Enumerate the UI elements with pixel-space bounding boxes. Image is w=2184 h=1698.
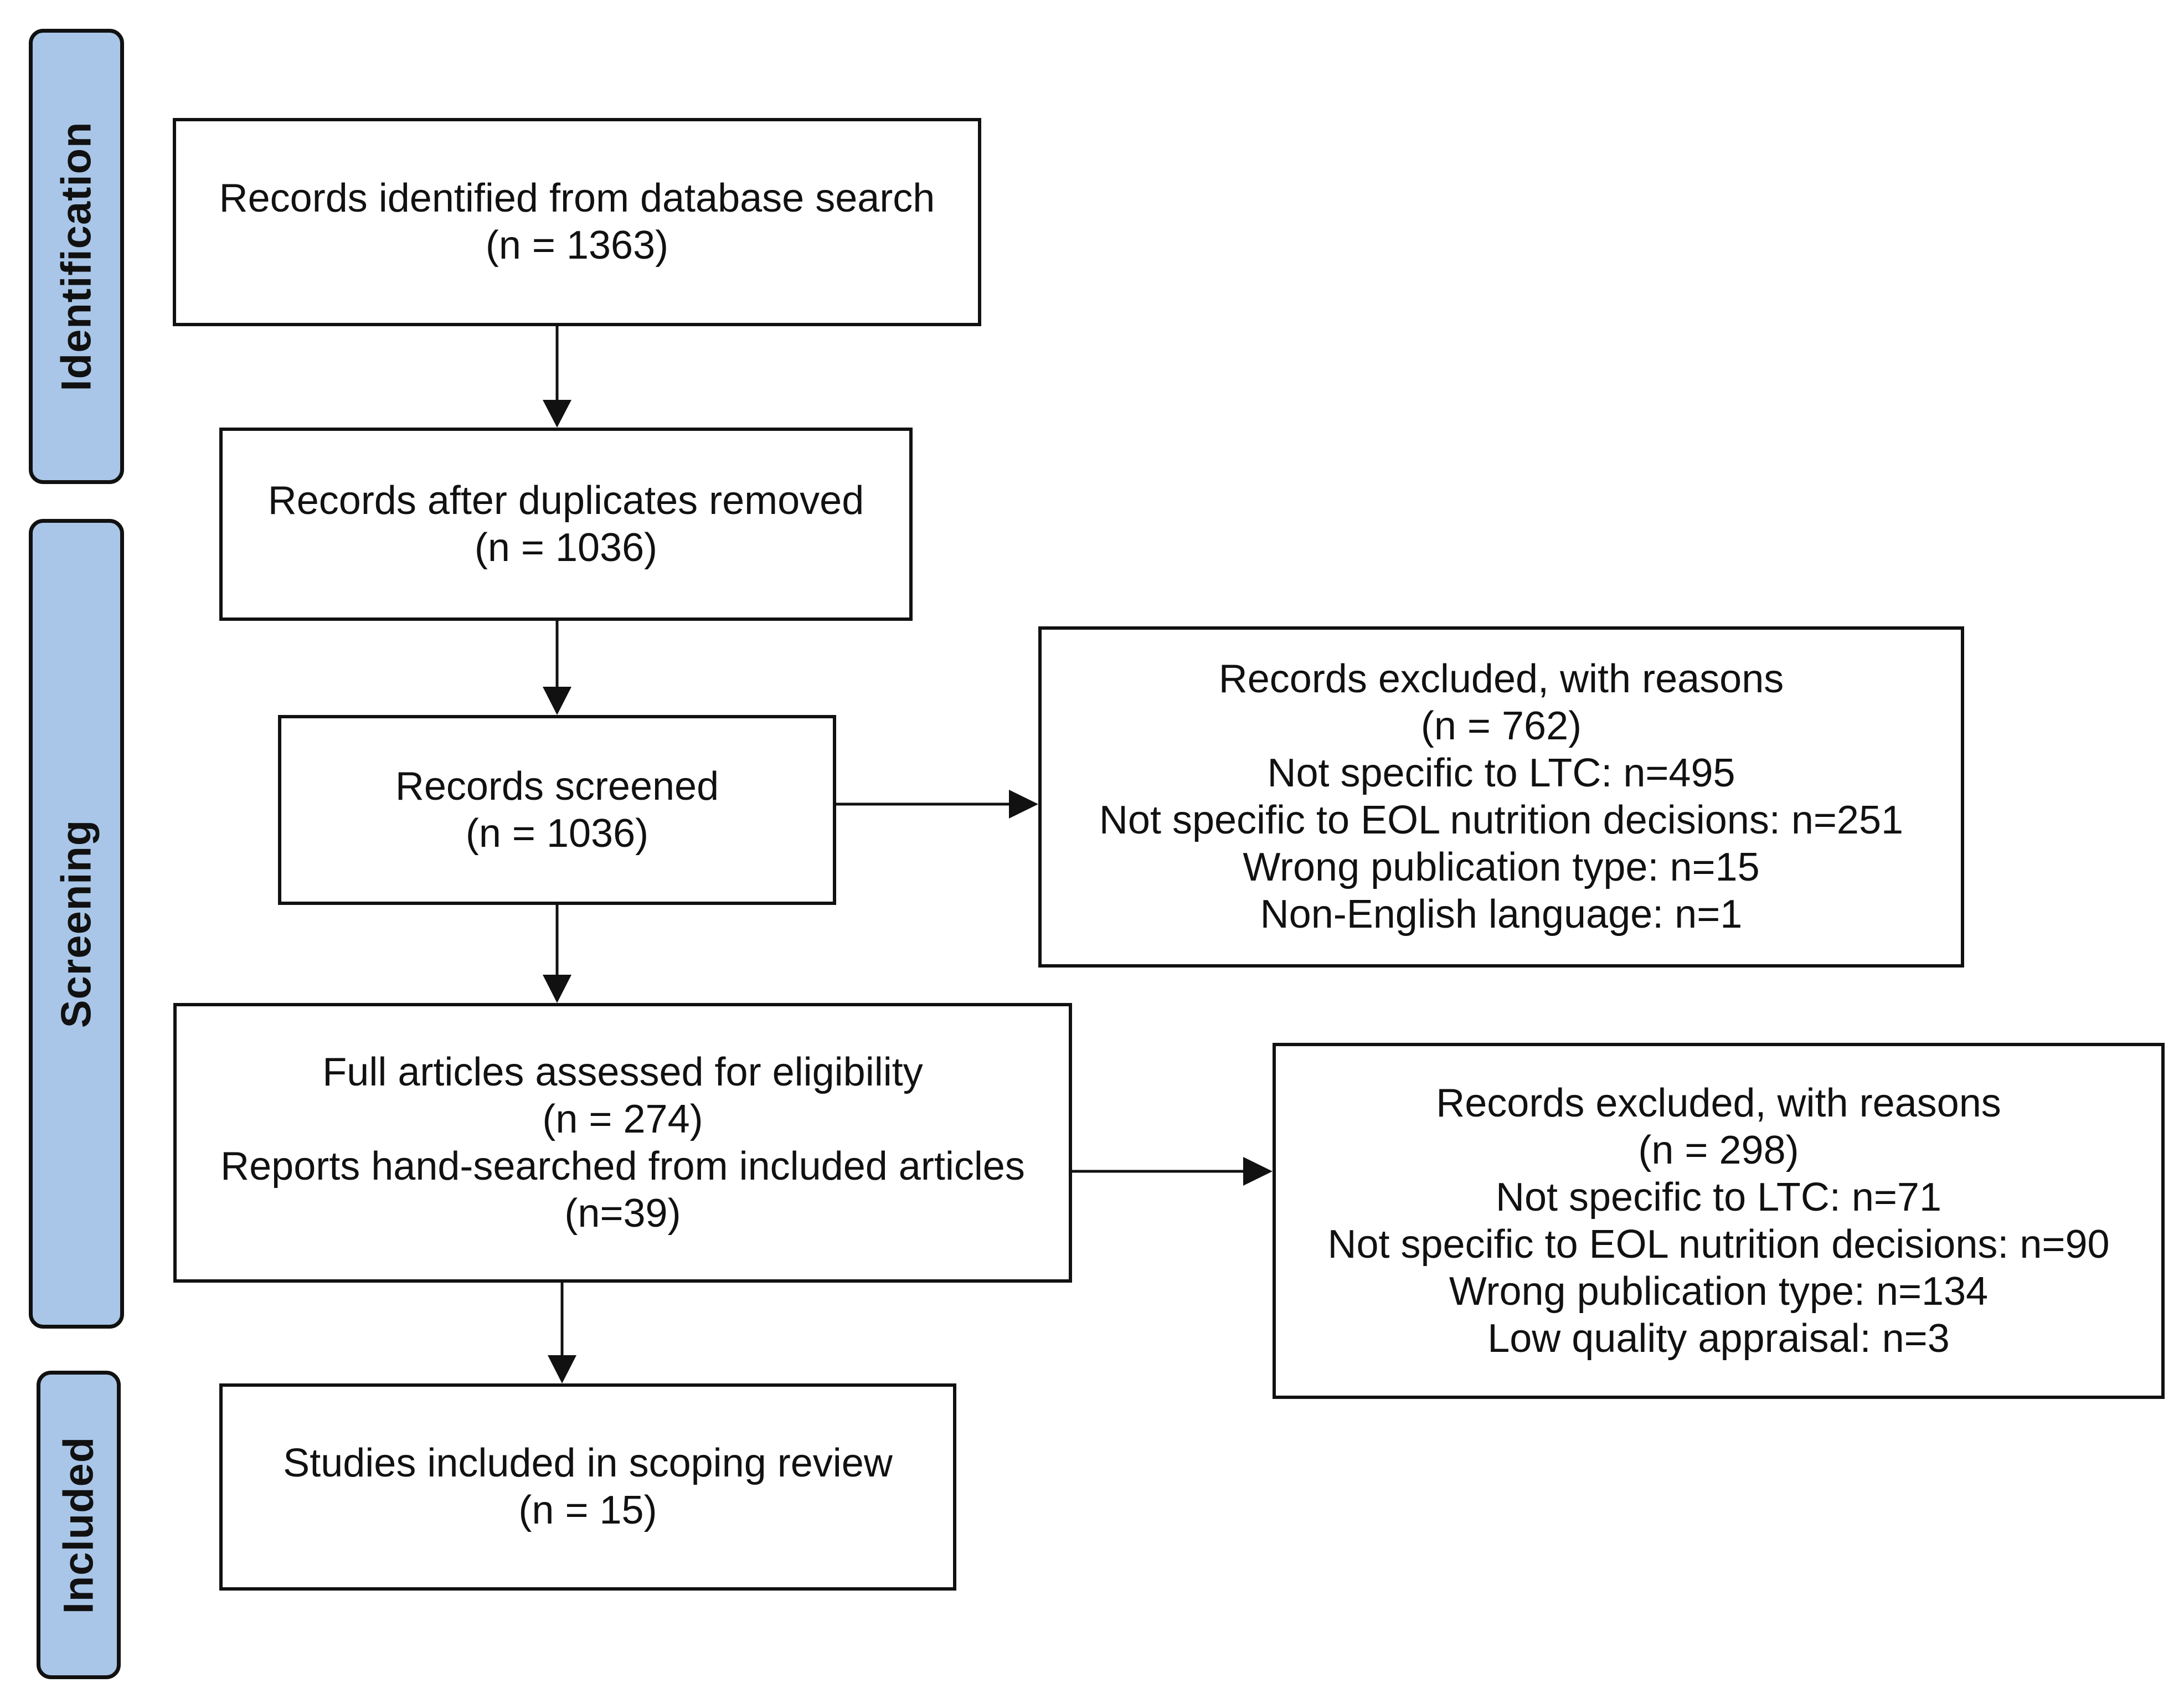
excluded-eligibility-title: Records excluded, with reasons — [1436, 1080, 2001, 1125]
records-after-duplicates-title: Records after duplicates removed — [267, 478, 864, 523]
excluded-screening-reason: Not specific to LTC: n=495 — [1267, 751, 1735, 795]
hand-searched-count: (n=39) — [564, 1191, 681, 1236]
excluded-screening-title: Records excluded, with reasons — [1218, 657, 1784, 701]
excluded-eligibility-reason: Not specific to EOL nutrition decisions:… — [1327, 1222, 2110, 1267]
arrowhead-down-icon — [548, 1355, 576, 1383]
arrowhead-right-icon — [1009, 790, 1038, 819]
full-articles-count: (n = 274) — [542, 1097, 703, 1141]
studies-included-title: Studies included in scoping review — [283, 1441, 893, 1485]
arrowhead-down-icon — [543, 400, 571, 428]
hand-searched-title: Reports hand-searched from included arti… — [220, 1144, 1025, 1188]
excluded-eligibility-reason: Not specific to LTC: n=71 — [1495, 1175, 1942, 1220]
records-identified-count: (n = 1363) — [485, 223, 669, 267]
phase-screening: Screening — [29, 519, 124, 1329]
arrowhead-down-icon — [543, 975, 571, 1003]
records-screened-count: (n = 1036) — [465, 811, 649, 856]
records-after-duplicates-count: (n = 1036) — [474, 525, 658, 570]
excluded-eligibility-reason: Wrong publication type: n=134 — [1449, 1269, 1989, 1314]
excluded-eligibility-reason: Low quality appraisal: n=3 — [1487, 1316, 1950, 1361]
arrowhead-right-icon — [1243, 1157, 1273, 1186]
records-after-duplicates-box: Records after duplicates removed (n = 10… — [219, 428, 913, 621]
records-identified-box: Records identified from database search … — [173, 118, 981, 326]
records-screened-title: Records screened — [395, 764, 719, 809]
full-articles-box: Full articles assessed for eligibility (… — [173, 1003, 1072, 1283]
excluded-screening-reason: Non-English language: n=1 — [1260, 892, 1743, 937]
full-articles-title: Full articles assessed for eligibility — [322, 1049, 923, 1094]
excluded-screening-count: (n = 762) — [1420, 704, 1582, 748]
records-identified-title: Records identified from database search — [219, 176, 935, 220]
phase-identification: Identification — [29, 29, 124, 484]
excluded-screening-reason: Not specific to EOL nutrition decisions:… — [1099, 798, 1904, 842]
records-screened-box: Records screened (n = 1036) — [278, 715, 836, 905]
records-excluded-screening-box: Records excluded, with reasons (n = 762)… — [1038, 626, 1964, 968]
studies-included-box: Studies included in scoping review (n = … — [219, 1383, 956, 1591]
phase-included: Included — [37, 1371, 121, 1679]
records-excluded-eligibility-box: Records excluded, with reasons (n = 298)… — [1273, 1043, 2165, 1399]
studies-included-count: (n = 15) — [518, 1488, 657, 1532]
excluded-eligibility-count: (n = 298) — [1638, 1128, 1799, 1172]
arrowhead-down-icon — [543, 687, 571, 715]
excluded-screening-reason: Wrong publication type: n=15 — [1243, 845, 1760, 889]
